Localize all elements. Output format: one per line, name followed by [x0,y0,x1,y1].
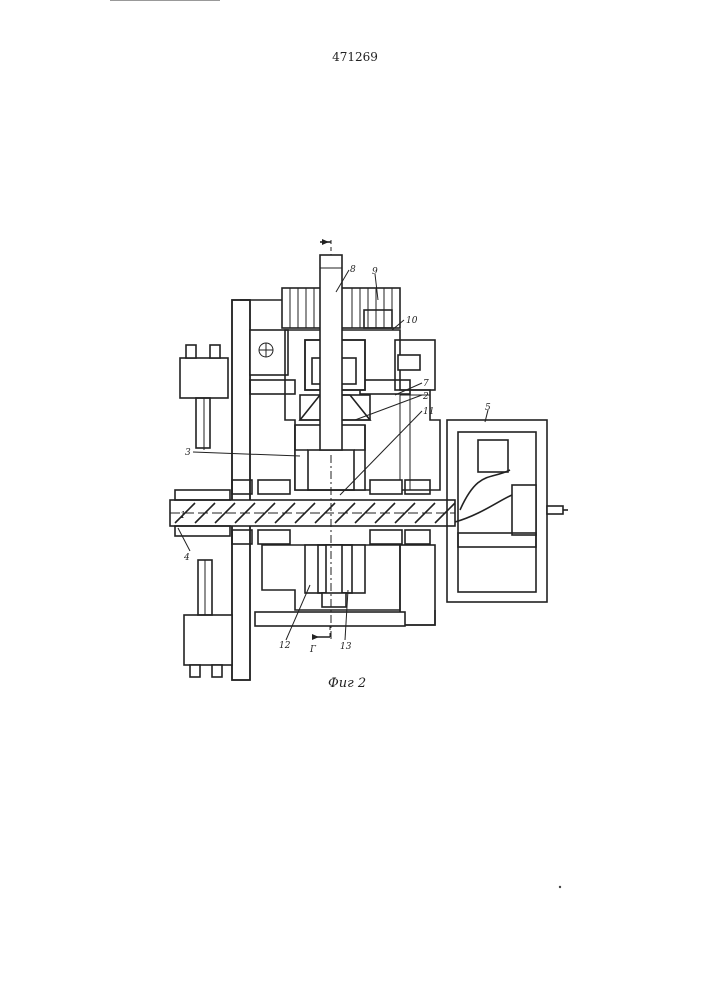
central-housing [285,330,440,490]
figure-caption: Фиг 2 [328,676,388,691]
label-part-7: 7 [423,379,429,389]
stray-mark [559,886,561,888]
left-clamp-top [180,345,228,450]
label-part-10: 10 [406,316,418,326]
horizontal-screw-shaft [170,490,455,536]
label-part-5: 5 [485,403,491,413]
label-part-2: 2 [422,392,429,402]
motor-housing [447,420,568,602]
vertical-shaft [320,239,342,450]
label-part-13: 13 [340,642,352,652]
label-part-1: 1 [180,511,186,521]
left-clamp-bottom [184,560,232,677]
top-bracket [250,330,288,375]
label-part-11: 11 [423,407,434,417]
section-mark-label: Г [309,645,317,655]
label-part-4: 4 [183,553,190,563]
label-part-8: 8 [350,265,356,275]
label-part-9: 9 [372,267,378,277]
base-plate [255,612,405,640]
label-part-3: 3 [185,448,191,458]
label-part-12: 12 [279,641,291,651]
